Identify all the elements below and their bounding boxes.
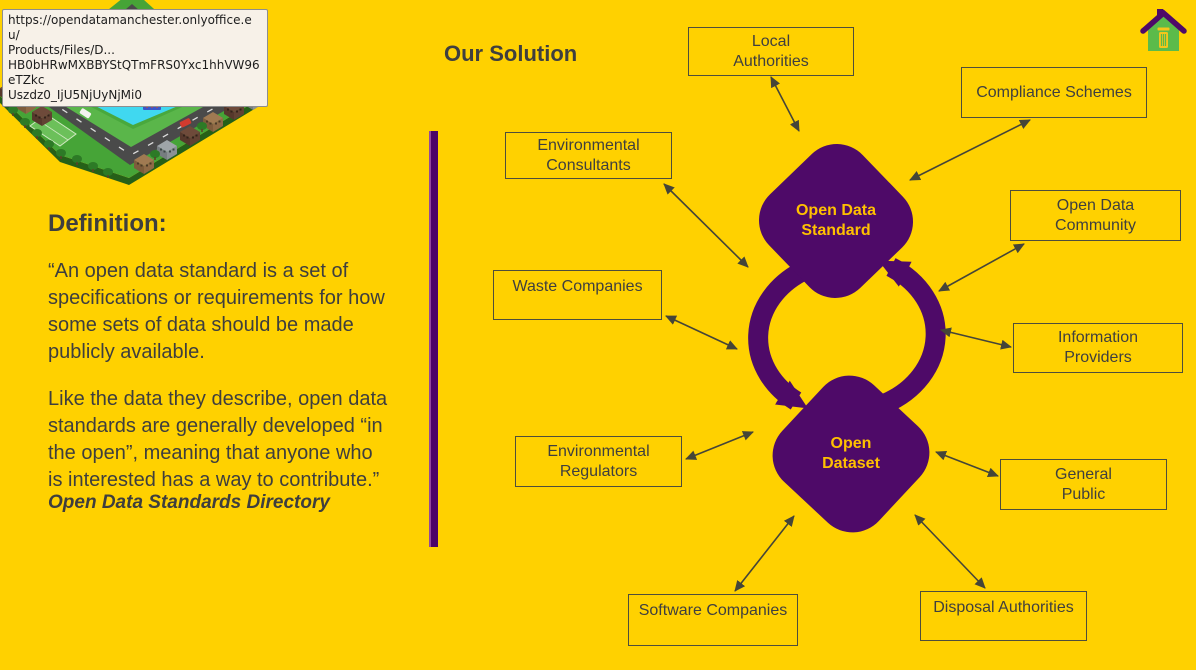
logo-roof <box>1140 9 1187 34</box>
stakeholder-information-providers[interactable]: Information Providers <box>1013 323 1183 373</box>
definition-source: Open Data Standards Directory <box>48 492 330 513</box>
stakeholder-general-public[interactable]: General Public <box>1000 459 1167 510</box>
connector-disposal-authorities <box>914 514 986 589</box>
car-red-2 <box>179 118 192 128</box>
cycle-arc-left <box>748 263 808 410</box>
connector-open-data-community <box>938 243 1025 292</box>
node-open-dataset-label: Open Dataset <box>822 435 880 472</box>
link-preview-tooltip: https://opendatamanchester.onlyoffice.eu… <box>2 9 268 107</box>
definition-quote-part2: Like the data they describe, open data s… <box>48 388 388 491</box>
definition-quote-part1: “An open data standard is a set of speci… <box>48 260 385 363</box>
node-open-data-standard-label: Open Data Standard <box>795 202 876 239</box>
stakeholder-waste-companies[interactable]: Waste Companies <box>493 270 662 320</box>
stakeholder-software-companies[interactable]: Software Companies <box>628 594 798 646</box>
cycle-arc-right <box>878 258 946 414</box>
connector-environmental-consultants <box>663 183 749 268</box>
connector-information-providers <box>940 327 1012 350</box>
connector-environmental-regulators <box>685 431 754 460</box>
stakeholder-environmental-regulators[interactable]: Environmental Regulators <box>515 436 682 487</box>
vertical-divider <box>429 131 438 547</box>
connector-general-public <box>935 450 999 478</box>
car-white <box>79 108 92 119</box>
stakeholder-environmental-consultants[interactable]: Environmental Consultants <box>505 132 672 179</box>
connector-local-authorities <box>770 76 800 132</box>
stakeholder-open-data-community[interactable]: Open Data Community <box>1010 190 1181 241</box>
dsposal-house-logo <box>1140 9 1187 51</box>
definition-heading: Definition: <box>48 210 167 237</box>
stakeholder-disposal-authorities[interactable]: Disposal Authorities <box>920 591 1087 641</box>
connector-software-companies <box>734 515 795 592</box>
logo-bin-lid <box>1157 27 1170 31</box>
city-cliff-shadow <box>0 96 256 185</box>
slide-title: Our Solution <box>444 41 578 66</box>
stakeholder-local-authorities[interactable]: Local Authorities <box>688 27 854 76</box>
connector-compliance-schemes <box>909 119 1031 181</box>
connector-waste-companies <box>665 315 738 350</box>
stakeholder-compliance-schemes[interactable]: Compliance Schemes <box>961 67 1147 118</box>
